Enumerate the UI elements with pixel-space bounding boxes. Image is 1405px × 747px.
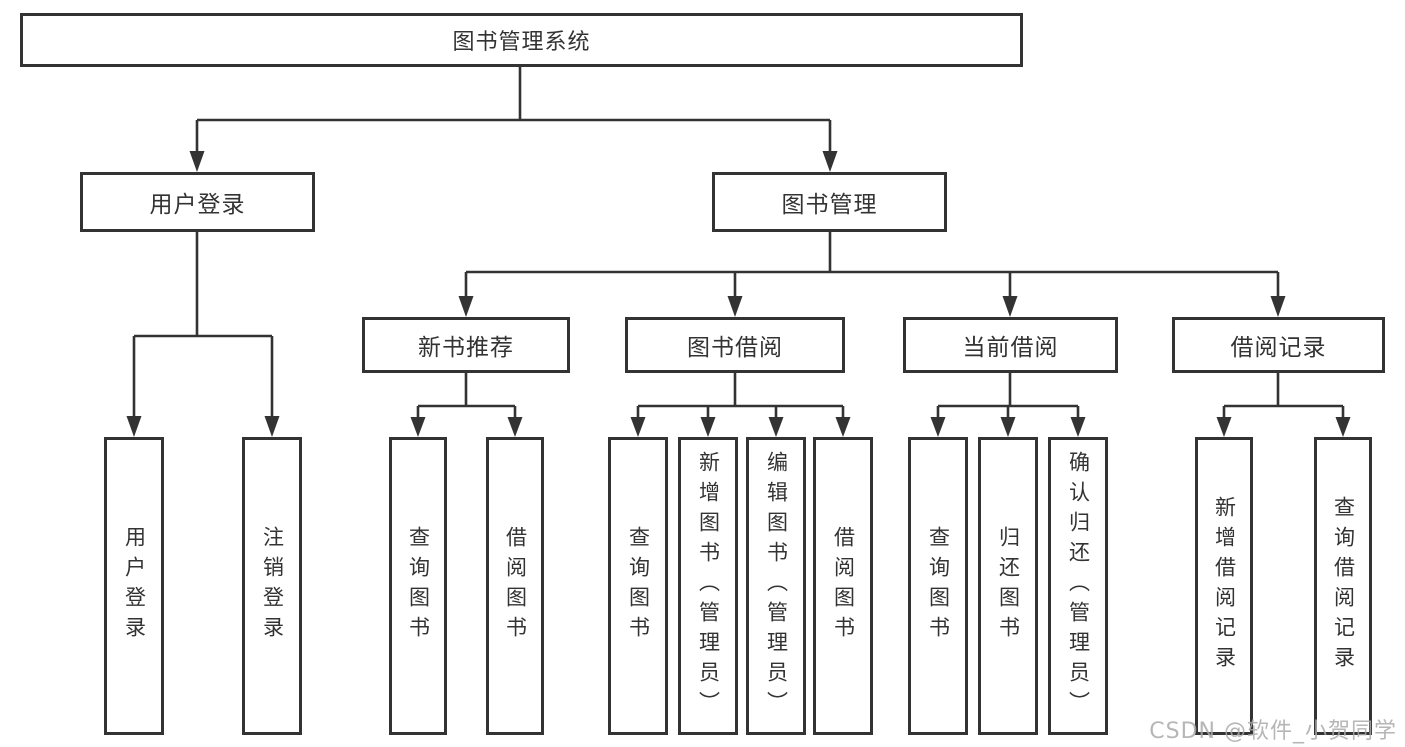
leaf-cb-query-books: 查询图书: [908, 437, 968, 735]
leaf-user-login-label: 用户登录: [122, 526, 147, 646]
leaf-cb-return-books: 归还图书: [978, 437, 1038, 735]
leaf-rec-borrow-books-label: 借阅图书: [503, 526, 528, 646]
leaf-bb-query-books-label: 查询图书: [626, 526, 651, 646]
leaf-logout-login-label: 注销登录: [260, 526, 285, 646]
node-current-borrowing-label: 当前借阅: [962, 335, 1059, 361]
leaf-cb-confirm-return-admin-label: 确认归还（管理员）: [1066, 451, 1091, 721]
leaf-cb-return-books-label: 归还图书: [996, 526, 1021, 646]
leaf-bb-borrow-books: 借阅图书: [813, 437, 873, 735]
leaf-logout-login: 注销登录: [242, 437, 302, 735]
node-user-login: 用户登录: [80, 172, 315, 232]
leaf-rec-borrow-books: 借阅图书: [486, 437, 544, 735]
leaf-br-query-borrow-record: 查询借阅记录: [1314, 437, 1372, 735]
edge-new-book-recommend-children: [410, 373, 523, 437]
node-new-book-recommend-label: 新书推荐: [418, 335, 514, 361]
leaf-bb-edit-books-admin: 编辑图书（管理员）: [746, 437, 806, 735]
leaf-bb-borrow-books-label: 借阅图书: [831, 526, 856, 646]
node-borrowing-records-label: 借阅记录: [1230, 335, 1327, 361]
node-user-login-label: 用户登录: [149, 192, 246, 218]
leaf-rec-query-books: 查询图书: [389, 437, 447, 735]
edge-current-borrowing-children: [930, 373, 1086, 437]
node-root-label: 图书管理系统: [452, 30, 591, 55]
node-book-management: 图书管理: [712, 172, 947, 232]
edge-book-borrowing-children: [630, 373, 851, 437]
leaf-br-query-borrow-record-label: 查询借阅记录: [1331, 496, 1356, 676]
edge-book-management-children: [458, 232, 1286, 317]
node-book-management-label: 图书管理: [781, 192, 878, 218]
leaf-br-add-borrow-record: 新增借阅记录: [1195, 437, 1253, 735]
csdn-watermark: CSDN @软件_小贺同学: [1149, 719, 1397, 744]
edge-borrowing-records-children: [1216, 373, 1351, 437]
node-current-borrowing: 当前借阅: [903, 317, 1118, 373]
node-new-book-recommend: 新书推荐: [362, 317, 570, 373]
leaf-rec-query-books-label: 查询图书: [406, 526, 431, 646]
node-book-borrowing-label: 图书借阅: [687, 335, 783, 361]
leaf-bb-edit-books-admin-label: 编辑图书（管理员）: [764, 451, 789, 721]
node-book-borrowing: 图书借阅: [625, 317, 845, 373]
leaf-bb-query-books: 查询图书: [608, 437, 668, 735]
leaf-bb-add-books-admin-label: 新增图书（管理员）: [696, 451, 721, 721]
edge-user-login-children: [126, 232, 280, 437]
node-borrowing-records: 借阅记录: [1172, 317, 1385, 373]
leaf-user-login: 用户登录: [104, 437, 164, 735]
node-root: 图书管理系统: [20, 13, 1023, 67]
leaf-bb-add-books-admin: 新增图书（管理员）: [678, 437, 738, 735]
leaf-cb-query-books-label: 查询图书: [926, 526, 951, 646]
leaf-cb-confirm-return-admin: 确认归还（管理员）: [1048, 437, 1108, 735]
edge-root-to-level2: [189, 67, 838, 172]
leaf-br-add-borrow-record-label: 新增借阅记录: [1212, 496, 1237, 676]
